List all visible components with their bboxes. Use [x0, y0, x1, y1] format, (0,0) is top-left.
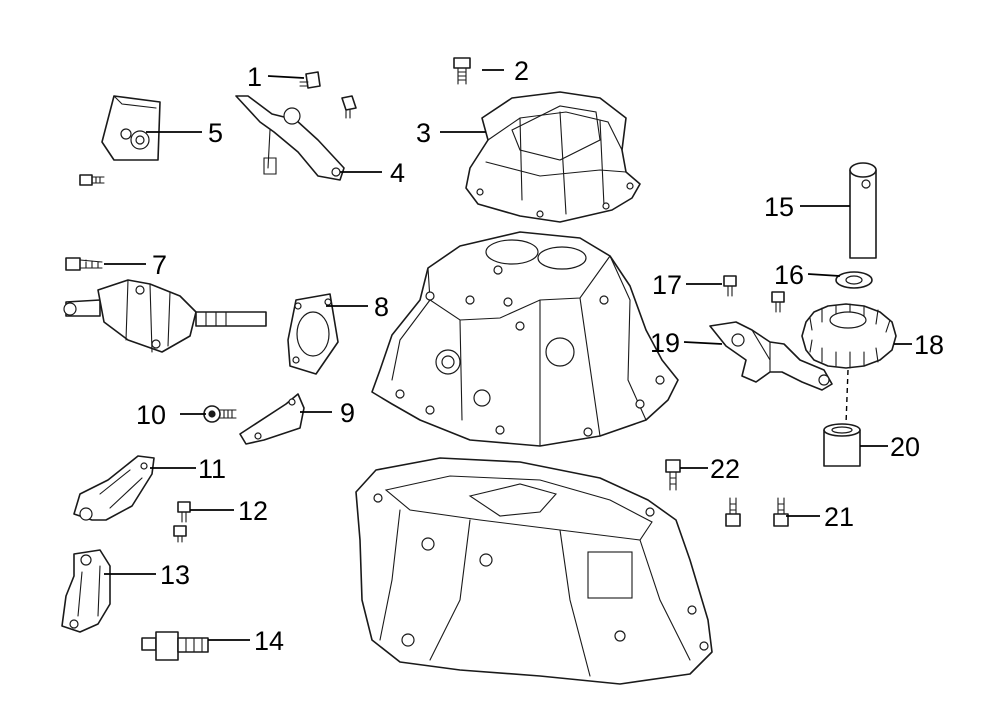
callout-12: 12 — [238, 496, 268, 526]
callout-8: 8 — [374, 292, 389, 322]
callout-3: 3 — [416, 118, 431, 148]
callout-13: 13 — [160, 560, 190, 590]
part-19-lever — [709, 321, 833, 391]
callout-5: 5 — [208, 118, 223, 148]
callout-7: 7 — [152, 250, 167, 280]
leader-lines — [104, 69, 912, 641]
part-11-bracket — [73, 455, 155, 521]
callout-15: 15 — [764, 192, 794, 222]
callout-labels: 1 2 3 4 5 7 8 9 10 11 12 13 14 15 16 17 … — [136, 56, 944, 656]
callout-16: 16 — [774, 260, 804, 290]
callout-11: 11 — [198, 454, 226, 484]
callout-21: 21 — [824, 502, 854, 532]
part-18-gear — [801, 303, 897, 369]
part-4-lever — [235, 95, 345, 181]
part-5-bolt — [79, 174, 105, 186]
part-10-bolt — [203, 405, 237, 423]
part-7-bolt — [65, 257, 103, 271]
end-cover-part — [465, 91, 641, 223]
part-16-washer — [835, 271, 873, 289]
part-5-cover — [101, 95, 161, 161]
part-9-bracket — [239, 393, 305, 445]
callout-10: 10 — [136, 400, 166, 430]
part-21-bolts — [725, 497, 789, 527]
callout-17: 17 — [652, 270, 682, 300]
callout-2: 2 — [514, 56, 529, 86]
part-20-bushing — [823, 423, 861, 467]
part-15-pin — [849, 162, 877, 259]
callout-22: 22 — [710, 454, 740, 484]
clutch-housing-part — [355, 457, 713, 685]
callout-1: 1 — [247, 62, 262, 92]
callout-9: 9 — [340, 398, 355, 428]
part-8-gasket — [287, 293, 339, 375]
part-22-bolt — [665, 459, 681, 491]
part-12-bolts — [173, 501, 191, 543]
callout-14: 14 — [254, 626, 284, 656]
part-17-bolts — [723, 275, 785, 313]
part-1-bolts — [299, 71, 357, 119]
axis-line — [845, 369, 849, 425]
callout-4: 4 — [390, 158, 405, 188]
transmission-case-part — [371, 231, 679, 447]
shift-shaft-assembly — [63, 279, 267, 353]
part-2-bolt — [453, 57, 471, 85]
callout-20: 20 — [890, 432, 920, 462]
callout-18: 18 — [914, 330, 944, 360]
callout-19: 19 — [650, 328, 680, 358]
part-14-sensor — [141, 631, 209, 661]
part-13-bracket — [61, 549, 111, 633]
